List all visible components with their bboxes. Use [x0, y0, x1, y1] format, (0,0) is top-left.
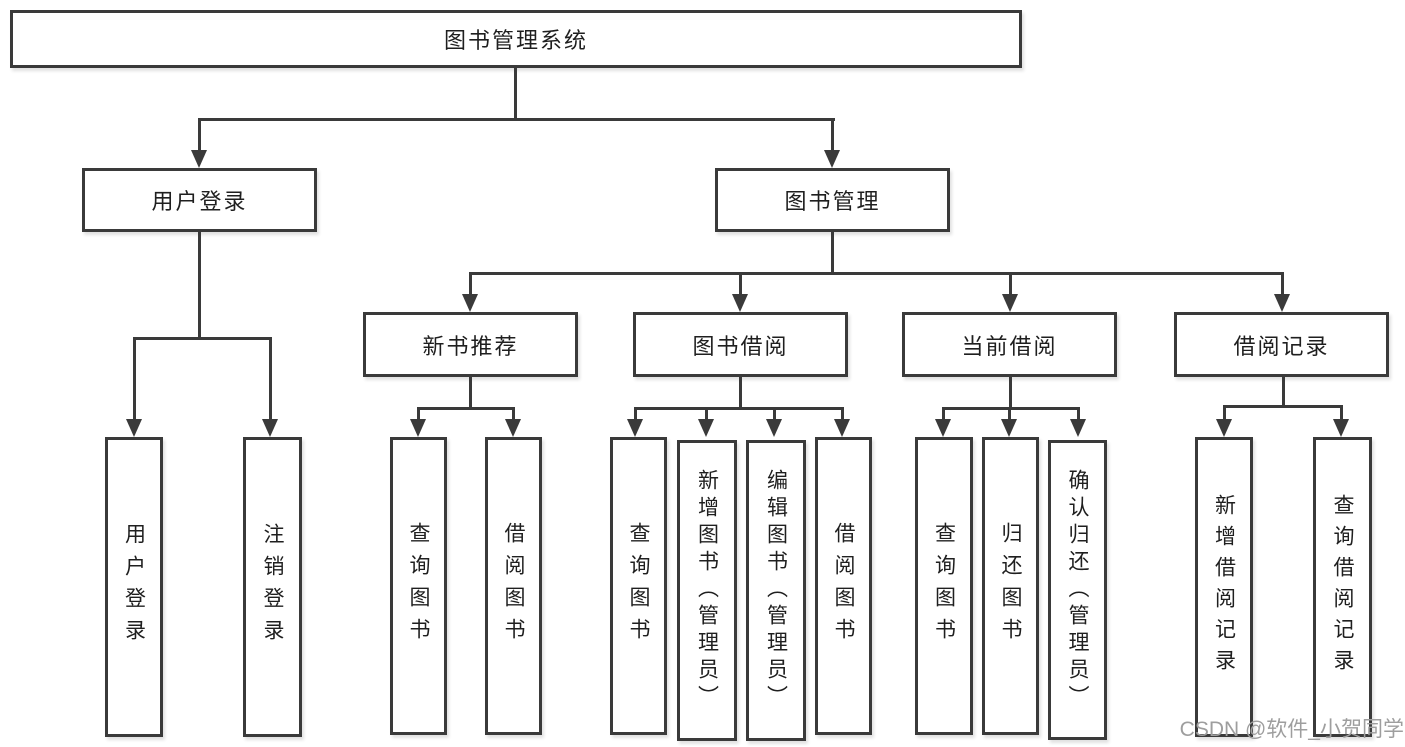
node-label: 图书管理 — [784, 189, 881, 214]
arrow-down-icon — [1333, 419, 1349, 437]
node-label: 用户登录 — [151, 189, 248, 214]
node-label: 新增图书（管理员） — [695, 469, 719, 712]
connector-line — [1223, 405, 1343, 408]
leaf-user-login: 用户登录 — [105, 437, 163, 737]
connector-line — [133, 337, 272, 340]
connector-line — [417, 407, 420, 419]
arrow-down-icon — [410, 419, 426, 437]
node-borrowing-records: 借阅记录 — [1174, 312, 1389, 377]
connector-line — [512, 407, 515, 419]
node-label: 当前借阅 — [961, 333, 1058, 359]
connector-line — [1340, 405, 1343, 419]
leaf-add-borrow-record: 新增借阅记录 — [1195, 437, 1253, 737]
arrow-down-icon — [191, 150, 207, 168]
connector-line — [634, 407, 637, 419]
connector-line — [469, 377, 472, 407]
connector-line — [1281, 272, 1284, 294]
arrow-down-icon — [766, 419, 782, 437]
leaf-borrow-books-borrowing: 借阅图书 — [815, 437, 872, 735]
connector-line — [841, 407, 844, 419]
node-label: 确认归还（管理员） — [1066, 468, 1089, 712]
connector-line — [198, 232, 201, 337]
connector-line — [831, 232, 834, 272]
connector-line — [469, 272, 1283, 275]
connector-line — [198, 118, 201, 151]
leaf-borrow-books-recommend: 借阅图书 — [485, 437, 542, 735]
arrow-down-icon — [824, 150, 840, 168]
node-label: 借阅图书 — [832, 522, 855, 650]
arrow-down-icon — [834, 419, 850, 437]
leaf-query-books-borrowing: 查询图书 — [610, 437, 667, 735]
leaf-edit-book-admin: 编辑图书（管理员） — [746, 440, 806, 741]
node-label: 查询图书 — [627, 522, 650, 650]
node-new-book-recommend: 新书推荐 — [363, 312, 578, 377]
connector-line — [1008, 407, 1011, 419]
node-label: 借阅图书 — [502, 522, 525, 650]
node-label: 图书管理系统 — [443, 28, 588, 53]
connector-line — [942, 407, 945, 419]
connector-line — [1223, 405, 1226, 419]
node-label: 图书借阅 — [692, 333, 789, 359]
connector-line — [1009, 377, 1012, 407]
node-label: 归还图书 — [999, 522, 1022, 650]
node-label: 注销登录 — [261, 523, 284, 651]
arrow-down-icon — [262, 419, 278, 437]
leaf-add-book-admin: 新增图书（管理员） — [677, 440, 737, 741]
node-label: 新书推荐 — [422, 333, 519, 359]
arrow-down-icon — [1216, 419, 1232, 437]
arrow-down-icon — [505, 419, 521, 437]
connector-line — [469, 272, 472, 294]
node-label: 新增借阅记录 — [1212, 494, 1236, 680]
leaf-logout: 注销登录 — [243, 437, 302, 737]
node-label: 查询图书 — [932, 522, 956, 650]
arrow-down-icon — [732, 294, 748, 312]
node-user-login: 用户登录 — [82, 168, 317, 232]
arrow-down-icon — [1001, 419, 1017, 437]
connector-line — [198, 118, 835, 121]
node-book-borrowing: 图书借阅 — [633, 312, 848, 377]
node-label: 借阅记录 — [1233, 333, 1330, 359]
arrow-down-icon — [698, 419, 714, 437]
arrow-down-icon — [462, 294, 478, 312]
connector-line — [269, 337, 272, 419]
leaf-query-borrow-record: 查询借阅记录 — [1313, 437, 1372, 737]
connector-line — [1282, 377, 1285, 405]
connector-line — [705, 407, 708, 419]
leaf-return-books: 归还图书 — [982, 437, 1039, 735]
connector-line — [514, 67, 517, 118]
node-label: 用户登录 — [122, 523, 146, 651]
connector-line — [773, 407, 776, 419]
node-book-management: 图书管理 — [715, 168, 950, 232]
arrow-down-icon — [1274, 294, 1290, 312]
connector-line — [133, 337, 136, 419]
connector-line — [634, 407, 843, 410]
connector-line — [417, 407, 514, 410]
watermark: CSDN @软件_小贺同学 — [1179, 718, 1404, 741]
node-current-borrowing: 当前借阅 — [902, 312, 1117, 377]
node-label: 查询图书 — [407, 522, 430, 650]
connector-line — [1009, 272, 1012, 294]
connector-line — [1077, 407, 1080, 419]
connector-line — [739, 377, 742, 407]
connector-line — [831, 118, 834, 151]
node-label: 编辑图书（管理员） — [764, 469, 788, 712]
connector-line — [739, 272, 742, 294]
arrow-down-icon — [627, 419, 643, 437]
arrow-down-icon — [1002, 294, 1018, 312]
arrow-down-icon — [126, 419, 142, 437]
leaf-confirm-return-admin: 确认归还（管理员） — [1048, 440, 1107, 740]
arrow-down-icon — [935, 419, 951, 437]
arrow-down-icon — [1070, 419, 1086, 437]
node-library-management-system: 图书管理系统 — [10, 10, 1022, 68]
leaf-query-books-current: 查询图书 — [915, 437, 973, 735]
leaf-query-books-recommend: 查询图书 — [390, 437, 447, 735]
node-label: 查询借阅记录 — [1331, 494, 1354, 680]
